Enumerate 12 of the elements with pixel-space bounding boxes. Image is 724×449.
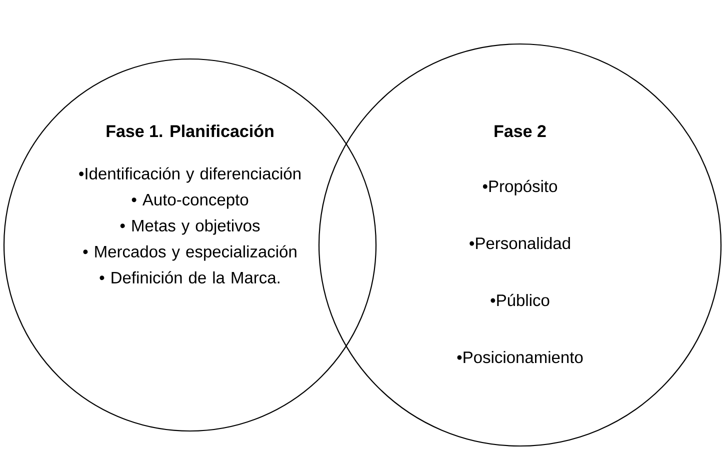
bullet-item: •Propósito: [482, 180, 558, 196]
node-label: • Auto-concepto: [132, 194, 248, 209]
node-label: •Identificación y diferenciación: [79, 167, 300, 183]
node-label: • Definición de la Marca.: [100, 271, 280, 284]
bullet-item: •Posicionamiento: [457, 351, 583, 364]
bullet-list: •Identificación y diferenciación • Auto-concepto • Metas y objetivos • Mercados y especialización • Definición de la Marca.: [79, 167, 300, 284]
heading: Fase 1. Planificación: [106, 124, 274, 138]
node-label: • Mercados y especialización: [83, 245, 296, 261]
node-label: • Metas y objetivos: [120, 219, 260, 235]
bullet-item: •Personalidad: [470, 237, 570, 250]
bullet-item: •Público: [490, 294, 550, 306]
heading: Fase 2: [494, 125, 546, 138]
